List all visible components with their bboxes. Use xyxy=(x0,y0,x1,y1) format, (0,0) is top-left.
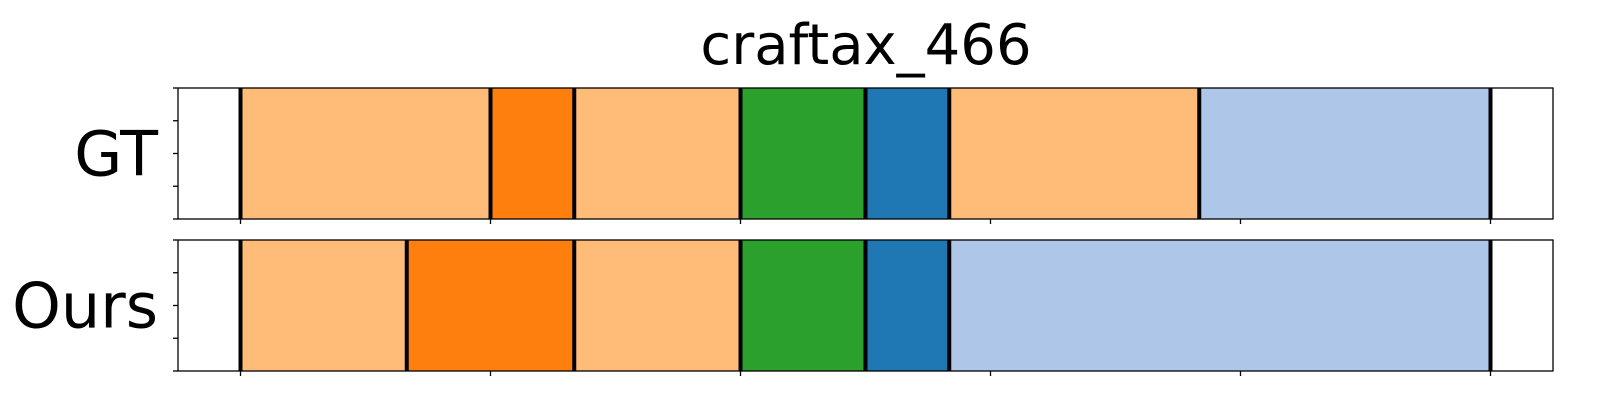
chart-title: craftax_466 xyxy=(700,13,1031,78)
segment-bar xyxy=(740,88,866,219)
segment-bar xyxy=(240,240,407,371)
panel-ours: Ours xyxy=(12,239,1554,376)
segment-bar xyxy=(865,240,950,371)
segment-bar xyxy=(865,88,950,219)
segment-bar xyxy=(240,88,491,219)
segment-bar xyxy=(574,240,741,371)
segment-bar xyxy=(490,88,575,219)
segment-bar xyxy=(1199,88,1491,219)
segment-bar xyxy=(949,240,1491,371)
row-label-gt: GT xyxy=(74,118,159,191)
row-label-ours: Ours xyxy=(12,270,158,343)
segment-bar xyxy=(406,240,575,371)
segment-bar xyxy=(574,88,741,219)
segment-bar xyxy=(740,240,866,371)
panel-gt: GT xyxy=(74,87,1554,224)
segment-bar xyxy=(949,88,1200,219)
